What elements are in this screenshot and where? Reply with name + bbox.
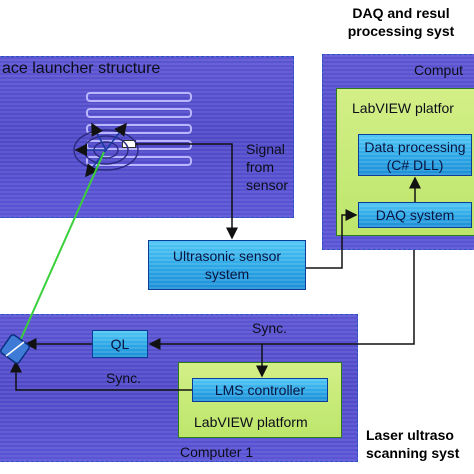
launcher-grid xyxy=(86,92,192,174)
signal-label-line3: sensor xyxy=(246,177,289,193)
launcher-title: ace launcher structure xyxy=(2,60,161,77)
signal-label-line1: Signal xyxy=(246,141,285,157)
laser-heading-line1: Laser ultraso xyxy=(366,427,454,443)
ultrasonic-sensor-box: Ultrasonic sensor system xyxy=(148,240,306,290)
data-processing-line2: (C# DLL) xyxy=(386,157,444,173)
ql-label: QL xyxy=(110,336,130,352)
data-processing-box: Data processing (C# DLL) xyxy=(358,134,472,176)
computer2-label: Comput xyxy=(414,62,464,78)
signal-label-line2: from xyxy=(246,159,274,175)
laser-heading: Laser ultraso scanning syst xyxy=(366,426,474,462)
sensor-to-daq-line xyxy=(306,209,358,269)
daq-heading: DAQ and resul processing syst xyxy=(328,4,474,40)
signal-label: Signal from sensor xyxy=(246,140,288,194)
sync-ql-line xyxy=(148,250,415,350)
data-processing-line1: Data processing xyxy=(364,139,466,155)
launcher-panel xyxy=(0,56,294,218)
ultrasonic-line1: Ultrasonic sensor xyxy=(172,248,282,264)
ql-box: QL xyxy=(92,330,148,358)
lms-controller-box: LMS controller xyxy=(192,378,328,402)
labview-platform-1-label: LabVIEW platform xyxy=(194,414,308,430)
sensor-marker xyxy=(122,140,136,148)
daq-system-box: DAQ system xyxy=(358,202,472,228)
laser-beam xyxy=(15,151,105,351)
scanner-icon xyxy=(0,334,30,364)
daq-heading-line2: processing syst xyxy=(347,23,455,39)
computer1-label: Computer 1 xyxy=(180,444,254,460)
daq-system-label: DAQ system xyxy=(375,207,455,223)
signal-line xyxy=(136,143,238,240)
laser-heading-line2: scanning syst xyxy=(366,445,460,461)
daq-heading-line1: DAQ and resul xyxy=(352,5,450,21)
ultrasonic-line2: system xyxy=(204,266,250,282)
lms-to-scanner-line xyxy=(10,360,192,391)
sync-top-label: Sync. xyxy=(252,320,288,336)
labview-platform-2-label: LabVIEW platfor xyxy=(352,100,454,116)
sync-left-label: Sync. xyxy=(106,370,142,386)
lms-controller-label: LMS controller xyxy=(214,382,306,398)
